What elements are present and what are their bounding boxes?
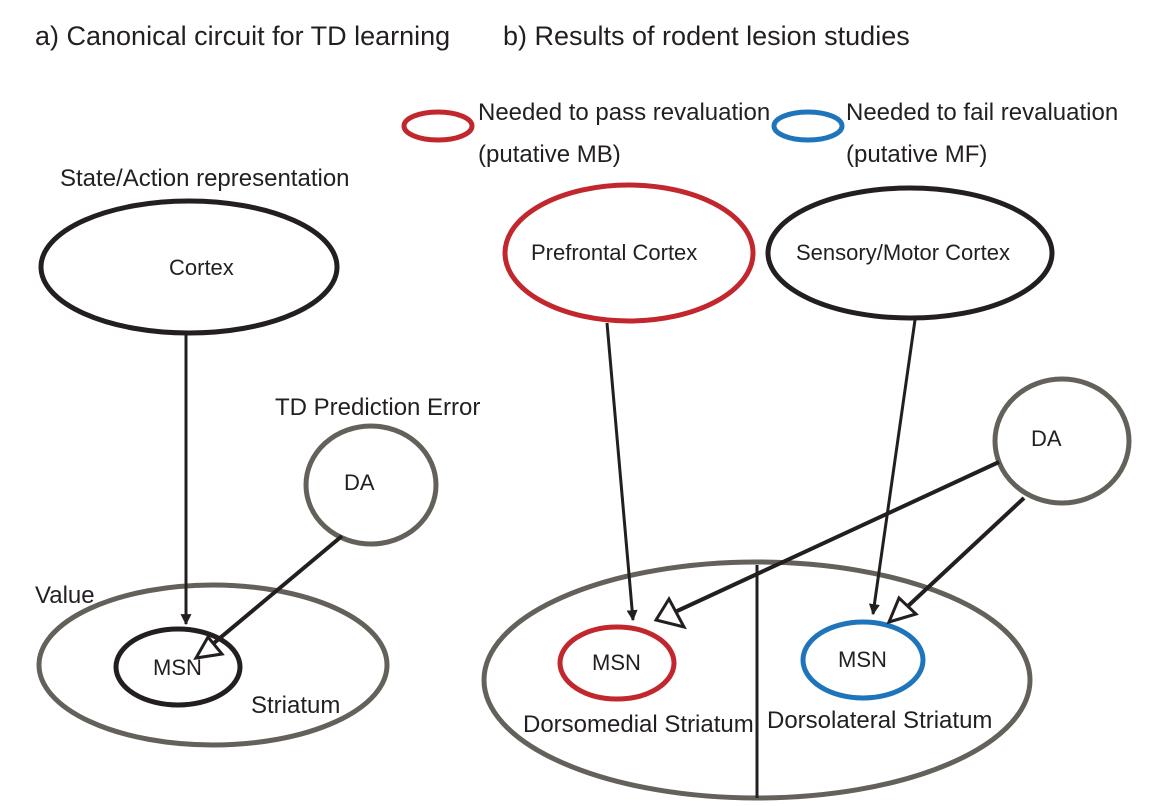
msn-dm-node (557, 624, 677, 702)
dorsomedial-label: Dorsomedial Striatum (523, 711, 754, 738)
panel-a-title: a) Canonical circuit for TD learning (35, 21, 450, 51)
legend-fail-line2: (putative MF) (846, 141, 987, 168)
da-node (303, 423, 439, 547)
da-to-dl-connection (905, 496, 1026, 609)
da-node-b (992, 376, 1132, 506)
cortex-node (38, 198, 340, 336)
da-to-msn-connection (212, 534, 344, 645)
legend-fail-swatch (771, 109, 845, 143)
panel-b-title: b) Results of rodent lesion studies (503, 21, 910, 51)
prefrontal-cortex-label: Prefrontal Cortex (531, 240, 697, 265)
da-synapse-terminal (193, 634, 225, 660)
legend-pass-line2: (putative MB) (478, 141, 621, 168)
da-label-b: DA (1031, 426, 1062, 451)
da-to-dm-connection (674, 460, 1000, 614)
cortex-label: Cortex (169, 255, 234, 280)
legend-pass-swatch (401, 109, 475, 143)
value-label: Value (35, 582, 95, 609)
msn-dm-label: MSN (592, 650, 641, 675)
dorsolateral-label: Dorsolateral Striatum (767, 707, 992, 734)
da-label: DA (344, 470, 375, 495)
da-dm-synapse-terminal (653, 595, 687, 630)
striatum-label: Striatum (251, 692, 340, 719)
msn-dl-label: MSN (838, 647, 887, 672)
sensory-motor-cortex-label: Sensory/Motor Cortex (796, 240, 1010, 265)
sensory-to-msn-arrow (868, 319, 917, 616)
prefrontal-to-msn-arrow (605, 322, 638, 622)
msn-dl-node (800, 619, 926, 701)
state-action-label: State/Action representation (60, 165, 350, 192)
striatum-node (36, 582, 390, 748)
sensory-motor-cortex-node (765, 185, 1055, 321)
da-dl-synapse-terminal (886, 595, 919, 625)
panel-a: a) Canonical circuit for TD learning Sta… (35, 21, 480, 748)
legend-pass-line1: Needed to pass revaluation (478, 99, 770, 126)
prefrontal-cortex-node (502, 182, 756, 324)
msn-node (113, 626, 243, 708)
panel-b: b) Results of rodent lesion studies Need… (401, 21, 1132, 801)
td-error-label: TD Prediction Error (275, 394, 480, 421)
legend-fail-line1: Needed to fail revaluation (846, 99, 1118, 126)
